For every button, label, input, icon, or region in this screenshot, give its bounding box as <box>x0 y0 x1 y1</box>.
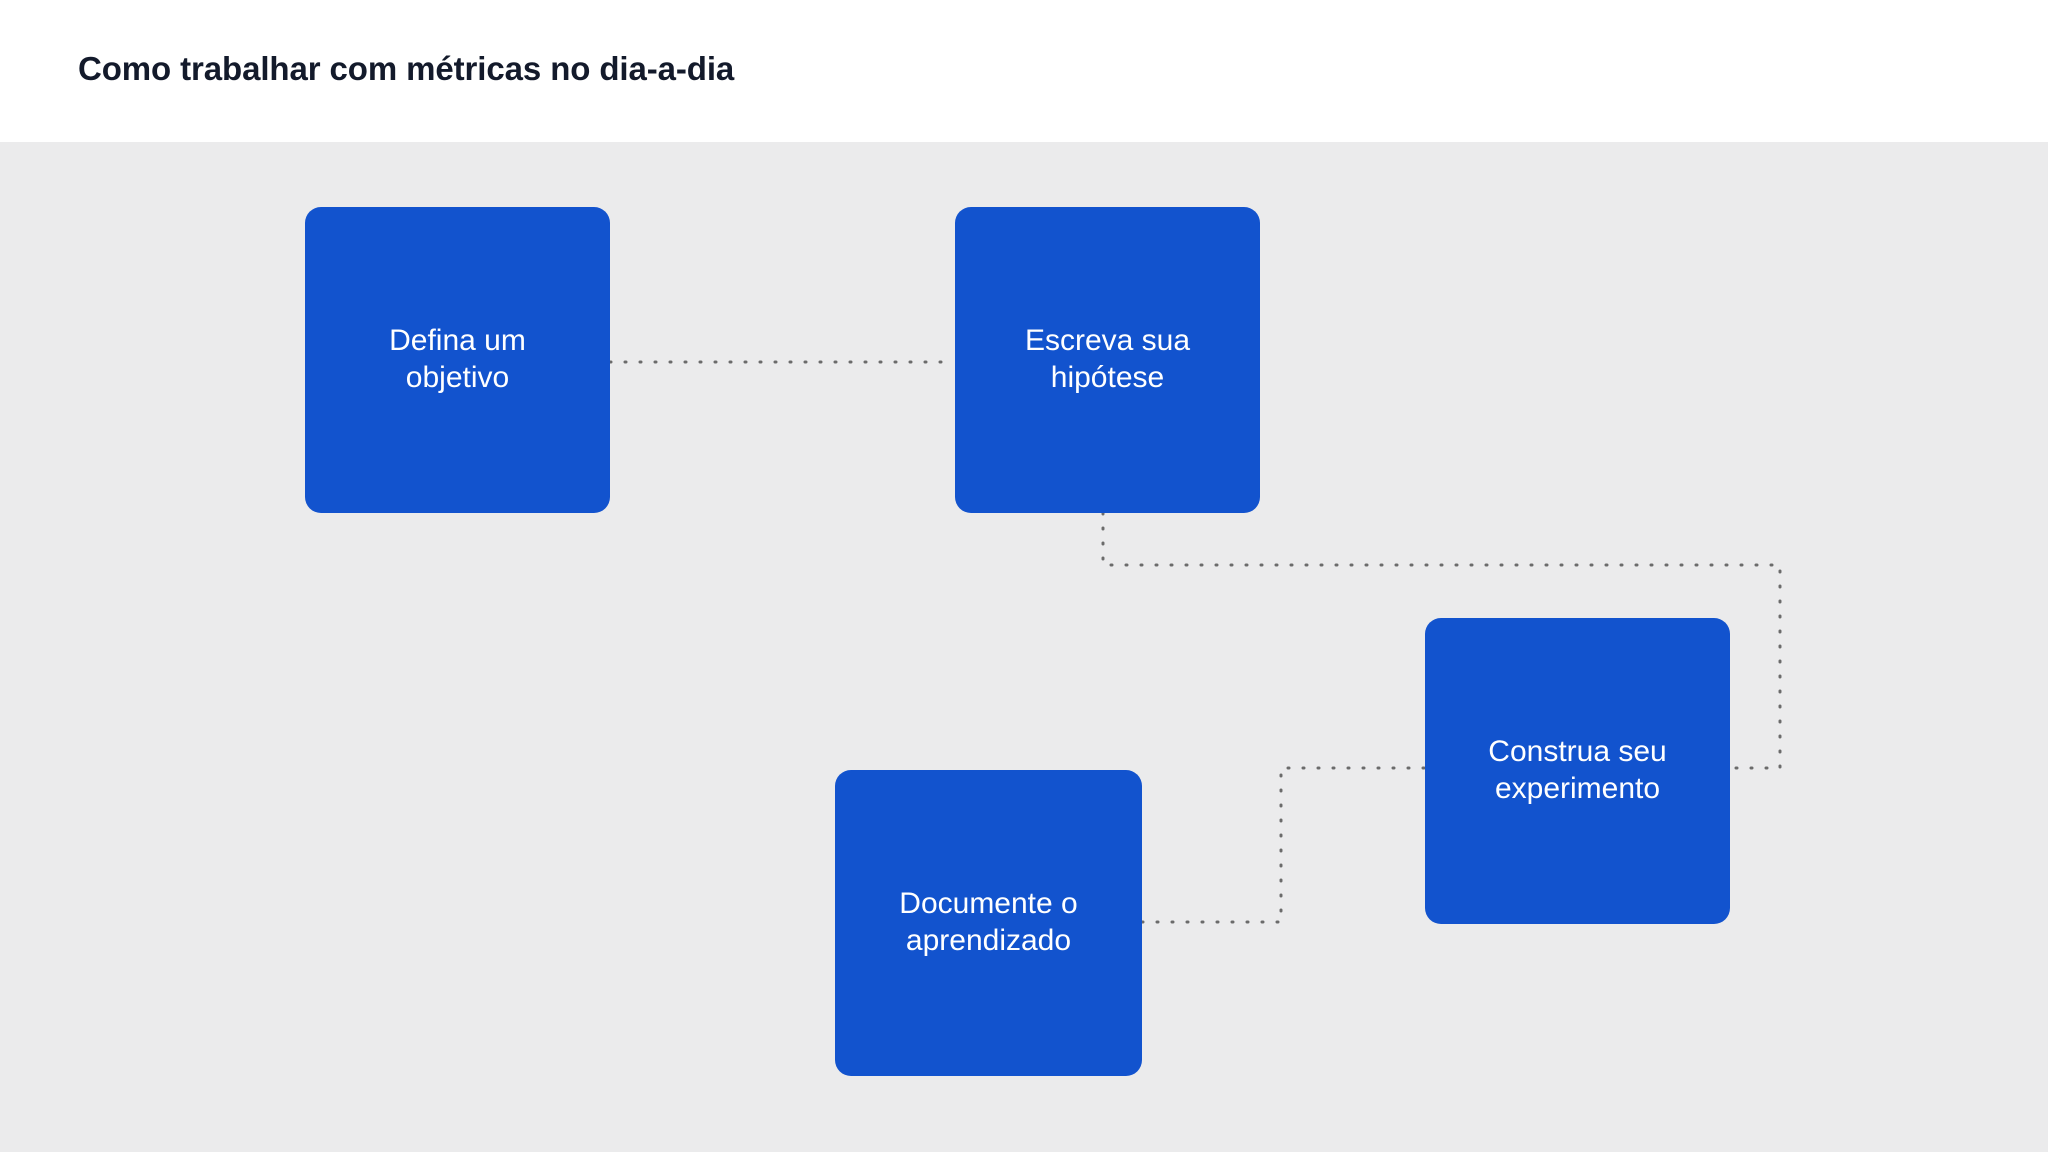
flow-node-defina-um-objetivo[interactable]: Defina um objetivo <box>305 207 610 513</box>
header-bar: Como trabalhar com métricas no dia-a-dia <box>0 0 2048 142</box>
flow-node-label: Escreva sua hipótese <box>1024 324 1191 394</box>
flow-node-construa-seu-experimento[interactable]: Construa seu experimento <box>1425 618 1730 924</box>
connector-node3-node2 <box>1140 766 1427 924</box>
diagram-canvas: Defina um objetivo Escreva sua hipótese … <box>0 142 2048 1152</box>
flow-node-label: Documente o aprendizado <box>899 887 1078 957</box>
flow-node-documente-o-aprendizado[interactable]: Documente o aprendizado <box>835 770 1142 1076</box>
flow-node-label: Construa seu experimento <box>1488 735 1667 805</box>
page-title: Como trabalhar com métricas no dia-a-dia <box>78 50 735 87</box>
flow-node-escreva-sua-hipotese[interactable]: Escreva sua hipótese <box>955 207 1260 513</box>
flow-node-label: Defina um objetivo <box>389 324 526 394</box>
